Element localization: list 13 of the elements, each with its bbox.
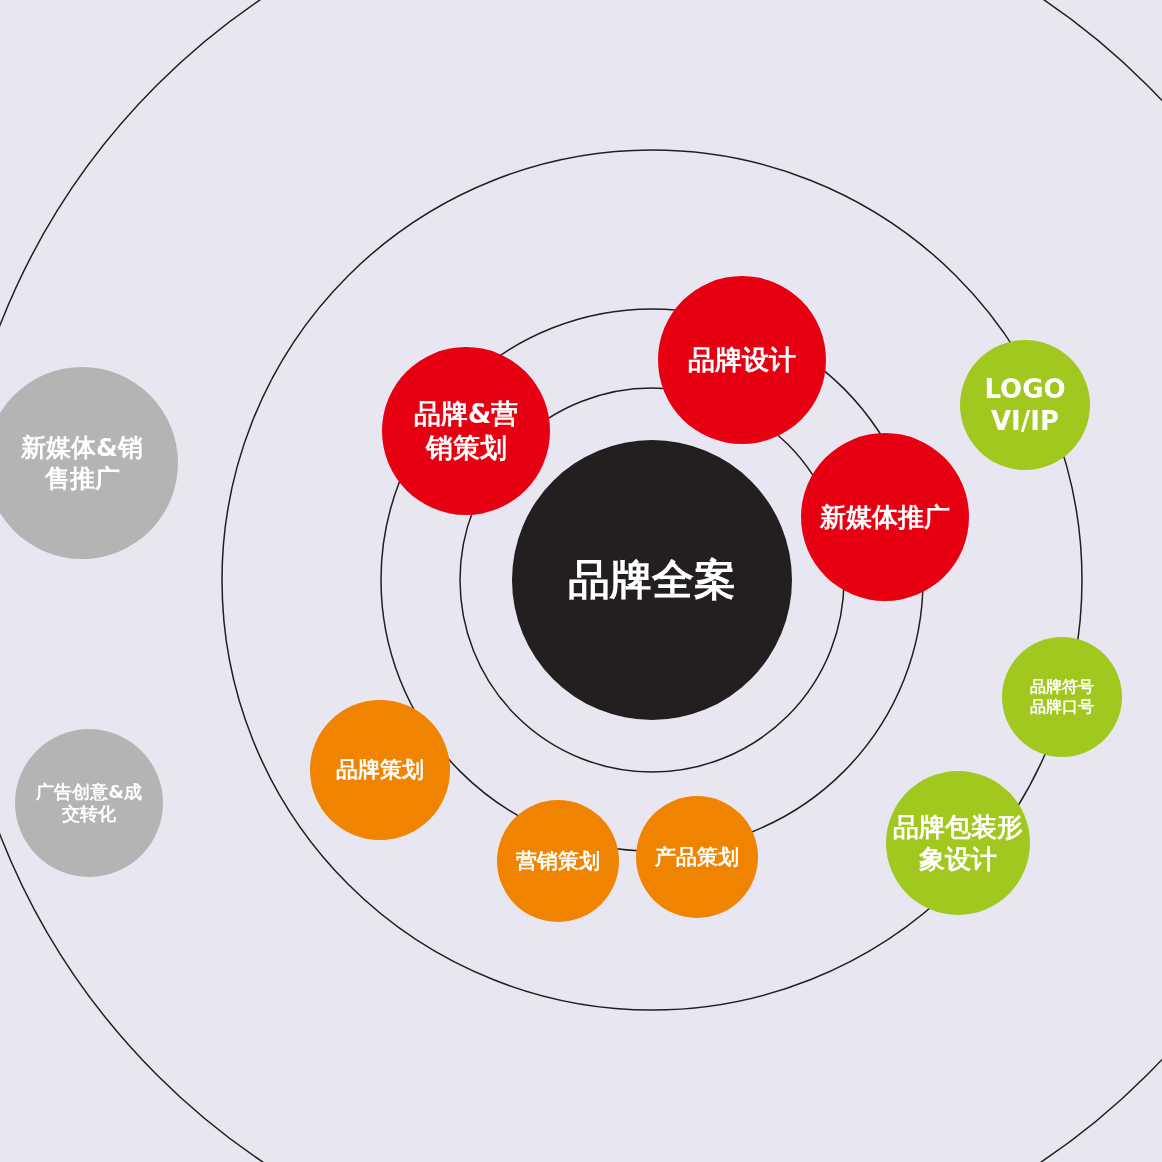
bubble-label: 品牌&营销策划 [412, 397, 520, 465]
bubble-label: 新媒体推广 [820, 500, 950, 534]
bubble-label: 营销策划 [516, 847, 600, 875]
bubble-label: 品牌口号 [1030, 697, 1094, 717]
bubble-label: 品牌设计 [688, 343, 796, 377]
bubble-label: 品牌策划 [336, 756, 424, 784]
bubble-label: 品牌包装形象设计 [893, 810, 1023, 876]
bubble-label: 品牌符号 [1030, 677, 1094, 697]
bubble-label: 新媒体&销售推广 [20, 431, 144, 495]
bubble-label: LOGO VI/IP [983, 372, 1067, 438]
bubble-label: 品牌全案 [568, 553, 736, 606]
bubble-label: 产品策划 [655, 843, 739, 871]
bubble-label: 广告创意&成交转化 [35, 780, 143, 826]
